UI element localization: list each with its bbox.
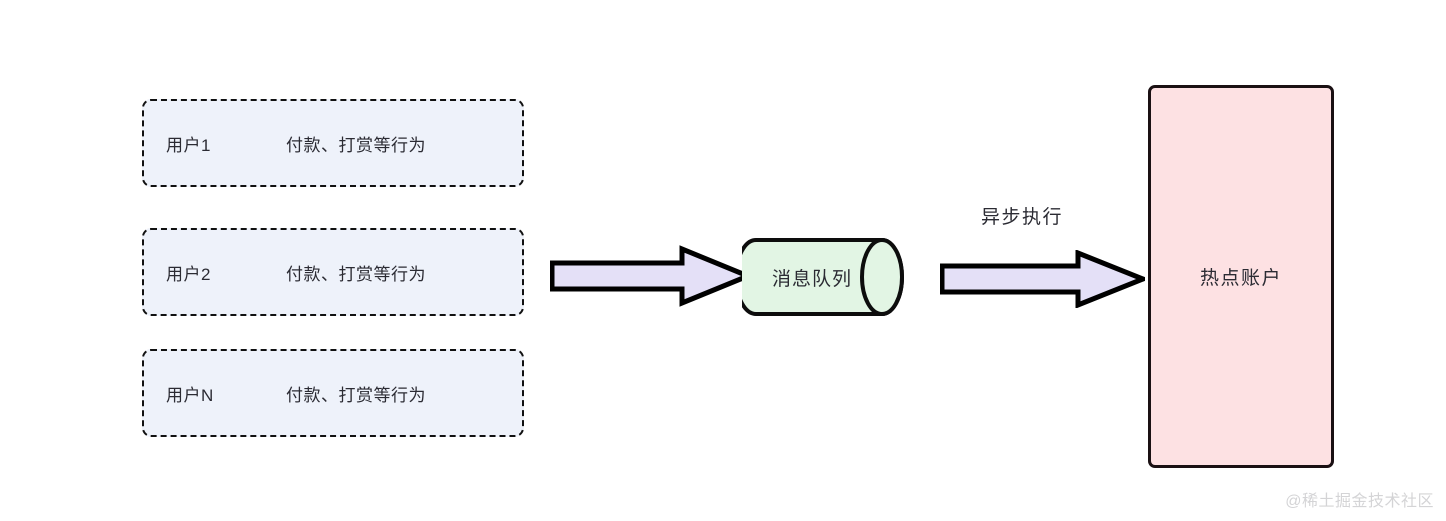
user-box-n-label: 用户N [166, 385, 214, 405]
message-queue-label: 消息队列 [771, 268, 852, 290]
message-queue-cylinder: 消息队列 [734, 226, 920, 328]
hot-account-label: 热点账户 [1199, 268, 1282, 289]
user-box-n: 用户N 付款、打赏等行为 [142, 349, 524, 437]
user-box-1: 用户1 付款、打赏等行为 [142, 99, 524, 187]
arrow-users-to-queue-icon [550, 245, 750, 307]
user-box-2-label: 用户2 [166, 264, 211, 284]
user-box-2: 用户2 付款、打赏等行为 [142, 228, 524, 316]
async-execute-label: 异步执行 [981, 207, 1064, 228]
user-box-1-label: 用户1 [166, 135, 211, 155]
watermark-text: @稀土掘金技术社区 [1285, 493, 1434, 510]
arrow-queue-to-account-icon [940, 250, 1145, 308]
user-box-2-action: 付款、打赏等行为 [286, 264, 426, 284]
hot-account-box: 热点账户 [1148, 85, 1334, 468]
user-box-1-action: 付款、打赏等行为 [286, 135, 426, 155]
user-box-n-action: 付款、打赏等行为 [286, 385, 426, 405]
cylinder-shape-icon [734, 238, 904, 316]
